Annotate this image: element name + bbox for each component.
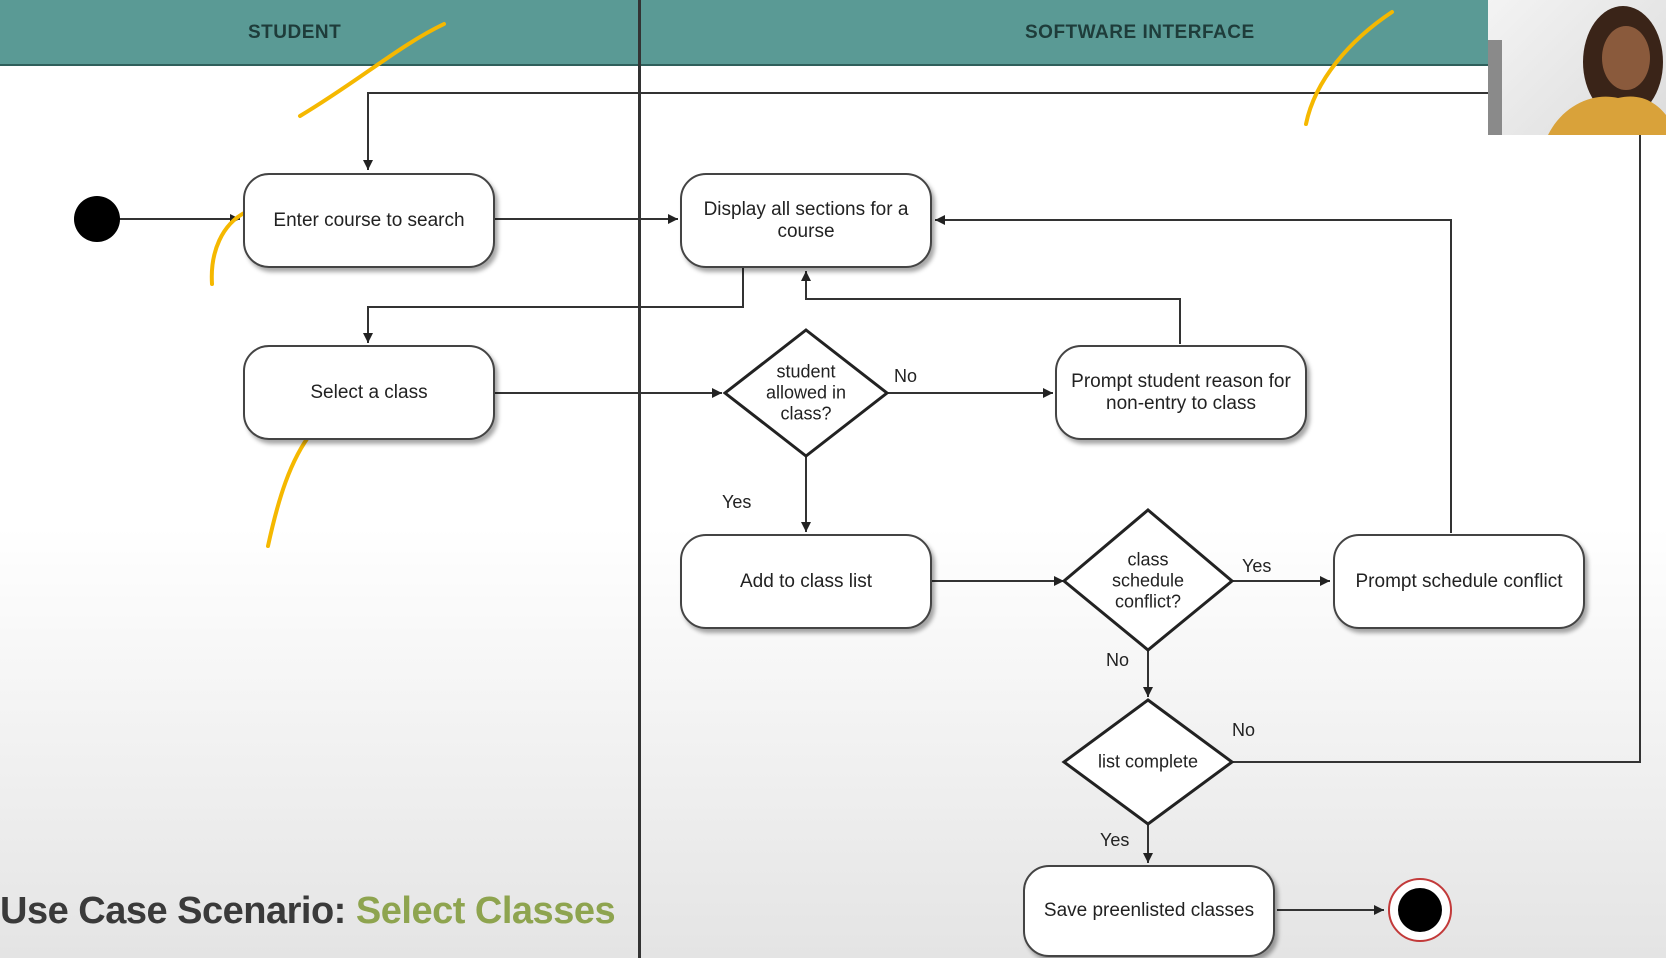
caption-highlight: Select Classes xyxy=(355,890,616,932)
decision-conflict-label: class schedule conflict? xyxy=(1111,549,1185,612)
caption-prefix: Use Case Scenario: xyxy=(0,890,356,932)
lane-title-student: STUDENT xyxy=(248,22,342,43)
decision-allowed-label: student allowed in class? xyxy=(765,361,847,424)
action-display-sections: Display all sections for a course xyxy=(680,173,932,268)
edge-label-conflict-yes: Yes xyxy=(1242,556,1272,576)
presenter-figure xyxy=(1488,6,1666,135)
edge-label-allowed-yes: Yes xyxy=(722,492,752,512)
edge-label-allowed-no: No xyxy=(894,366,918,386)
action-enter-course: Enter course to search xyxy=(243,173,495,268)
action-prompt-conflict: Prompt schedule conflict xyxy=(1333,534,1585,629)
edge-prompt-display xyxy=(801,271,1181,344)
action-add-to-list: Add to class list xyxy=(680,534,932,629)
annotation-mark-2 xyxy=(1304,10,1394,126)
lane-header-software: SOFTWARE INTERFACE xyxy=(641,0,1488,66)
start-node xyxy=(74,196,120,242)
decision-allowed-shape xyxy=(722,328,890,458)
edge-display-select xyxy=(363,268,744,343)
lane-divider xyxy=(638,0,641,958)
end-node-core xyxy=(1398,888,1442,932)
edge-label-conflict-no: No xyxy=(1106,650,1130,670)
edge-label-complete-no: No xyxy=(1232,720,1256,740)
action-select-class: Select a class xyxy=(243,345,495,440)
annotation-mark-1 xyxy=(298,22,446,118)
lane-header-student: STUDENT xyxy=(0,0,638,66)
lane-title-software: SOFTWARE INTERFACE xyxy=(1025,22,1255,43)
edge-conflict-display xyxy=(935,215,1452,533)
edge-label-complete-yes: Yes xyxy=(1100,830,1130,850)
edge-top-loop xyxy=(363,92,1488,170)
decision-conflict-shape xyxy=(1061,508,1235,652)
decision-complete-label: list complete xyxy=(1097,751,1199,772)
slide-caption: Use Case Scenario: Select Classes xyxy=(0,890,616,933)
annotation-mark-3 xyxy=(209,210,248,286)
annotation-mark-4 xyxy=(266,430,314,548)
decision-complete-shape xyxy=(1061,698,1235,826)
webcam-overlay xyxy=(1488,0,1666,135)
action-save: Save preenlisted classes xyxy=(1023,865,1275,957)
action-prompt-student: Prompt student reason for non-entry to c… xyxy=(1055,345,1307,440)
